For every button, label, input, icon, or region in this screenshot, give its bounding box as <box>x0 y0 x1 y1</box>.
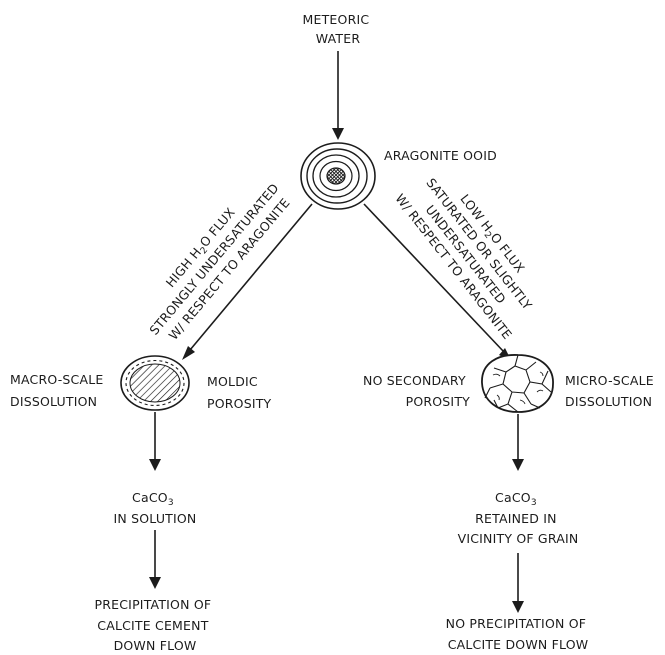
arrow-right-retained-to-no-precipitation <box>512 553 524 613</box>
caco3-in-solution-label: CaCO3 IN SOLUTION <box>114 490 197 526</box>
caco3-retained-label: CaCO3 RETAINED IN VICINITY OF GRAIN <box>458 490 579 546</box>
precipitation-outcome-label: PRECIPITATION OF CALCITE CEMENT DOWN FLO… <box>95 597 216 653</box>
no-precipitation-outcome-label: NO PRECIPITATION OF CALCITE DOWN FLOW <box>446 616 591 652</box>
macro-scale-dissolution-label: MACRO-SCALE DISSOLUTION <box>10 372 108 409</box>
no-secondary-porosity-label: NO SECONDARY POROSITY <box>363 373 470 409</box>
mosaic-grain <box>481 354 554 413</box>
arrow-ooid-to-left <box>182 203 313 360</box>
arrow-left-solution-to-precipitation <box>149 530 161 589</box>
right-branch-condition: LOW H2O FLUX SATURATED OR SLIGHTLY UNDER… <box>392 160 555 343</box>
arrow-left-grain-to-solution <box>149 412 161 471</box>
arrow-right-grain-to-retained <box>512 414 524 471</box>
aragonite-ooid <box>300 142 376 210</box>
arrow-water-to-ooid <box>332 51 344 140</box>
moldic-grain <box>120 355 190 411</box>
meteoric-water-label: METEORIC WATER <box>303 12 374 46</box>
left-branch-condition: HIGH H2O FLUX STRONGLY UNDERSATURATED W/… <box>133 166 299 350</box>
moldic-porosity-label: MOLDIC POROSITY <box>207 374 272 411</box>
aragonite-ooid-label: ARAGONITE OOID <box>384 148 497 163</box>
micro-scale-dissolution-label: MICRO-SCALE DISSOLUTION <box>565 373 658 409</box>
